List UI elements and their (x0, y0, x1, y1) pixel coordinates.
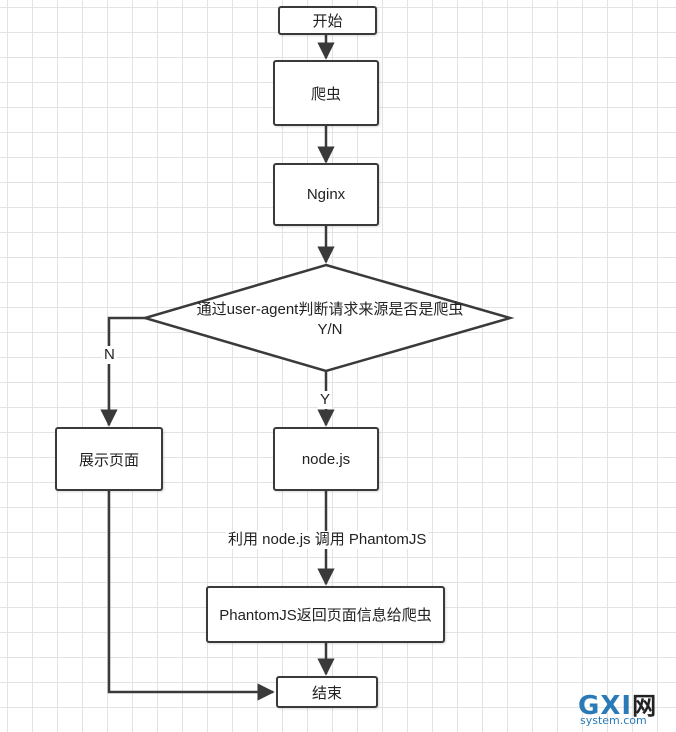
node-nginx-label: Nginx (306, 186, 346, 203)
decision-label: 通过user-agent判断请求来源是否是爬虫 Y/N (150, 295, 510, 345)
edge-show-page-to-end (107, 490, 275, 701)
node-show-page-label: 展示页面 (78, 451, 139, 469)
decision-question: 通过user-agent判断请求来源是否是爬虫 (196, 301, 464, 318)
watermark-letters: GXI (578, 691, 633, 721)
node-start-label: 开始 (312, 13, 343, 30)
node-crawler-label: 爬虫 (310, 85, 341, 103)
node-nginx: Nginx (273, 163, 379, 226)
node-nodejs-label: node.js (301, 450, 351, 468)
node-start: 开始 (278, 6, 377, 35)
node-show-page: 展示页面 (55, 427, 163, 491)
edge-label-no: N (102, 346, 117, 364)
watermark-logo: GXI网 system.com (578, 686, 670, 728)
node-end-label: 结束 (311, 684, 342, 702)
watermark-main: GXI网 (578, 686, 657, 721)
edge-label-yes: Y (318, 391, 333, 409)
decision-options: Y/N (317, 321, 343, 338)
node-end: 结束 (276, 676, 378, 708)
edge-decision-to-show-page (100, 316, 145, 427)
node-phantom-return-label: PhantomJS返回页面信息给爬虫 (219, 607, 432, 624)
watermark-wang: 网 (632, 692, 658, 720)
edge-label-call-phantom: 利用 node.js 调用 PhantomJS (226, 531, 429, 549)
node-phantom-return: PhantomJS返回页面信息给爬虫 (206, 586, 445, 643)
node-crawler: 爬虫 (273, 60, 379, 126)
watermark-sub: system.com (580, 714, 647, 727)
node-nodejs: node.js (273, 427, 379, 491)
